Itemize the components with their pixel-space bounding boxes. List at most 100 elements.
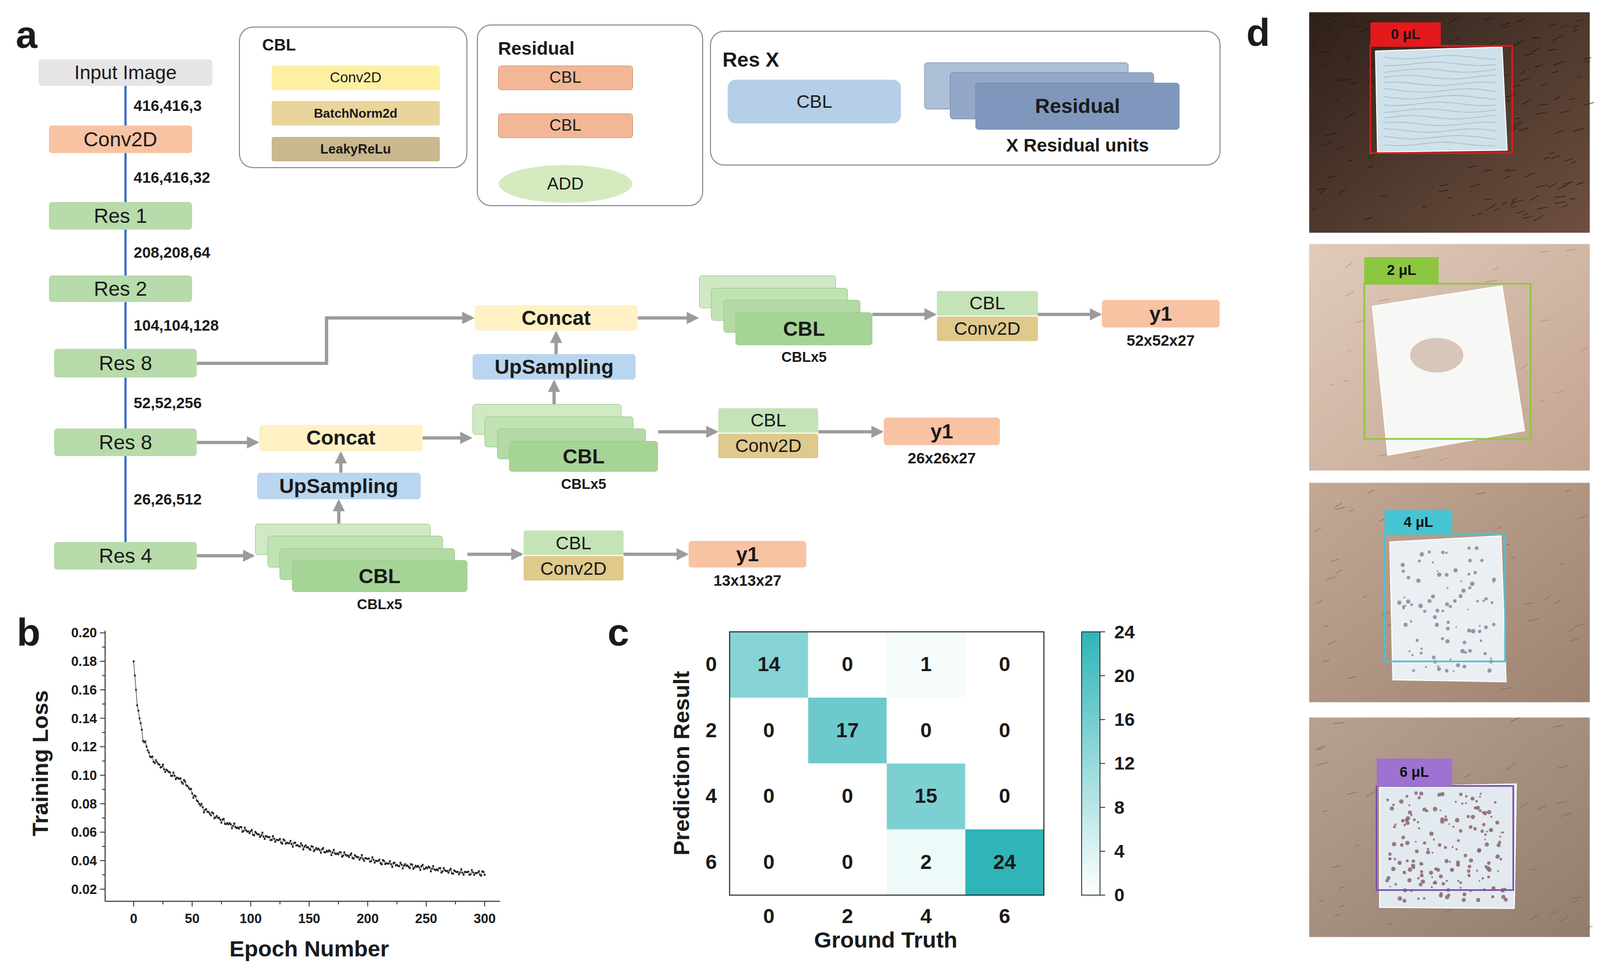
matrix-cell-fill (729, 631, 809, 698)
colorbar-tick: 20 (1114, 665, 1135, 686)
skin-hair (1492, 267, 1498, 271)
skin-hair (1444, 908, 1451, 913)
skin-hair (1326, 175, 1337, 179)
sweat-dot (1402, 898, 1407, 903)
loss-point (145, 745, 148, 748)
skin-hair (1324, 141, 1333, 146)
connector (124, 301, 127, 349)
skin-hair (1348, 160, 1353, 161)
sweat-dot (1401, 835, 1405, 840)
sweat-dot (1467, 864, 1472, 869)
loss-point (304, 844, 307, 847)
layer-box: CBL (498, 65, 633, 91)
sweat-dot (1410, 813, 1413, 816)
axis-tick-mark (102, 789, 106, 791)
sweat-dot (1487, 860, 1491, 865)
axis-tick-mark (102, 845, 106, 847)
loss-point (173, 774, 176, 777)
skin-hair (1438, 190, 1449, 192)
loss-point (299, 842, 302, 845)
sweat-dot (1414, 791, 1418, 795)
skin-hair (1519, 364, 1528, 370)
sweat-dot (1426, 847, 1430, 850)
loss-point (155, 758, 158, 761)
skin-hair (1345, 262, 1353, 268)
sweat-dot (1417, 877, 1420, 880)
loss-point (483, 873, 486, 876)
loss-point (231, 827, 234, 830)
sweat-dot (1430, 594, 1436, 599)
skin-hair (1464, 773, 1471, 778)
loss-point (449, 867, 452, 870)
loss-point (137, 709, 140, 712)
colorbar-tick-mark (1099, 675, 1106, 677)
node-label: Res 2 (93, 276, 147, 301)
loss-point (248, 831, 251, 834)
loss-point (198, 802, 201, 805)
axis-tick-mark (99, 859, 106, 861)
loss-point (452, 872, 455, 875)
sweat-dot (1407, 867, 1413, 872)
loss-point (132, 659, 135, 663)
axis-tick: 4 (920, 905, 932, 928)
detection-tag: 2 μL (1364, 257, 1439, 284)
skin-hair (1355, 844, 1360, 846)
skin-hair (1484, 280, 1497, 282)
skin-hair (1488, 41, 1497, 45)
skin-hair (1503, 94, 1516, 98)
skin-hair (1334, 502, 1342, 508)
matrix-cell: 1 (920, 653, 932, 676)
sweat-dot (1482, 822, 1486, 827)
loss-point (318, 848, 321, 852)
sweat-dot (1392, 803, 1395, 806)
matrix-cell: 0 (841, 653, 854, 676)
skin-hair (1367, 165, 1374, 169)
skin-hair (1559, 563, 1565, 565)
sweat-dot (1487, 668, 1492, 673)
loss-point (153, 762, 156, 765)
photo (1309, 482, 1590, 702)
skin-hair (1559, 110, 1570, 113)
backbone-box: Res 2 (48, 275, 192, 302)
sweat-dot (1492, 622, 1496, 626)
skin-hair (1493, 208, 1500, 211)
loss-point (147, 751, 150, 754)
colorbar-tick-mark (1099, 806, 1106, 808)
axis-tick: 250 (415, 910, 438, 926)
sweat-dot (1408, 804, 1411, 807)
sweat-dot (1403, 823, 1406, 827)
skin-hair (1543, 157, 1549, 160)
skin-hair (1551, 71, 1559, 74)
skin-hair (1330, 383, 1336, 386)
loss-point (192, 796, 195, 799)
sweat-dot (1470, 814, 1476, 819)
detection-tag: 4 μL (1384, 510, 1452, 534)
layer-box: LeakyReLu (271, 136, 440, 162)
node-sublabel: CBLx5 (357, 595, 403, 613)
matrix-cell-fill (808, 829, 887, 895)
loss-point (337, 853, 340, 856)
skin-hair (1565, 249, 1576, 251)
sweat-dot (1466, 814, 1470, 818)
node-label: LeakyReLu (320, 141, 391, 157)
node-label: CBL (549, 68, 582, 87)
skin-hair (1379, 298, 1390, 302)
axis-tick-mark (102, 675, 106, 677)
ellipse-shape (498, 164, 633, 203)
sweat-dot (1386, 875, 1391, 880)
skin-hair (1317, 762, 1328, 766)
sweat-dot (1439, 809, 1442, 811)
skin-hair (1467, 165, 1477, 169)
connector (637, 316, 697, 320)
axis-tick-mark (191, 900, 193, 907)
sweat-dot (1407, 810, 1413, 815)
module-panel: ResidualCBLCBLADD (476, 24, 704, 207)
connector (657, 429, 716, 434)
loss-point (263, 837, 266, 840)
skin-hair (1570, 638, 1580, 642)
skin-hair (1323, 625, 1330, 627)
skin-hair (1318, 899, 1324, 902)
node-label: CBL (262, 35, 296, 55)
skin-hair (1569, 198, 1576, 199)
colorbar-tick-mark (1099, 718, 1106, 720)
